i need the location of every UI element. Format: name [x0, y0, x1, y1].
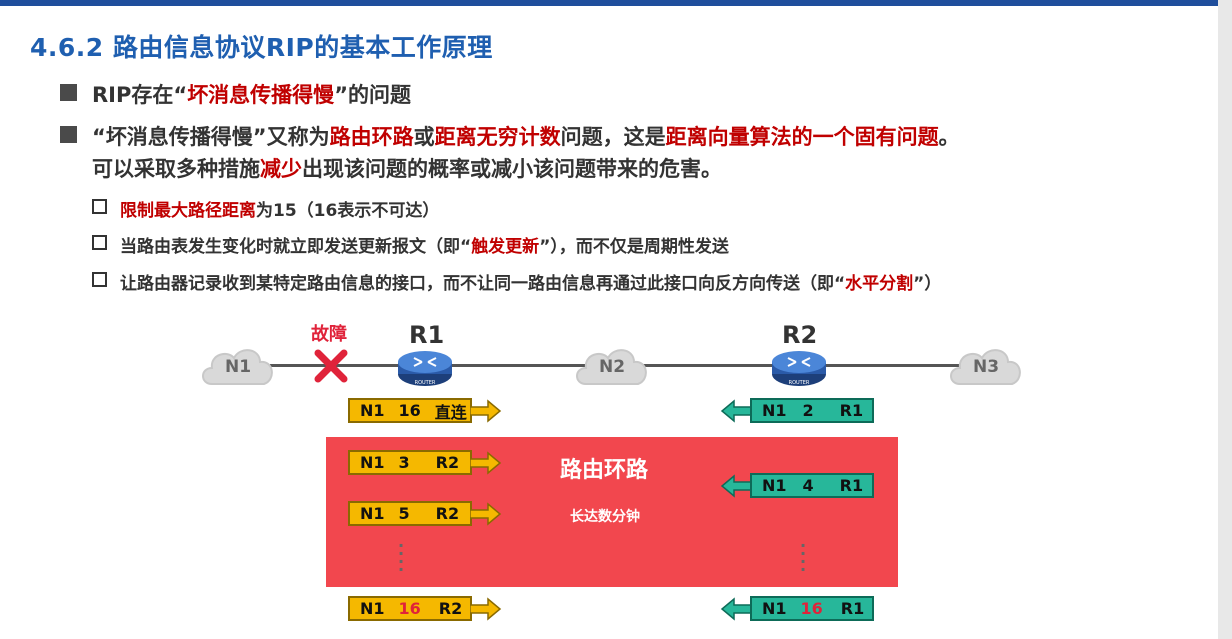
term-count-to-infinity: 距离无穷计数: [434, 125, 561, 149]
r1-update-message: N1 16 直连: [348, 398, 472, 423]
slide-title: 4.6.2 路由信息协议RIP的基本工作原理: [30, 33, 493, 62]
bullet-2: “坏消息传播得慢”又称为路由环路或距离无穷计数问题，这是距离向量算法的一个固有问…: [92, 121, 960, 151]
checkbox-icon: [92, 272, 107, 287]
measure-1-text: 为15（16表示不可达）: [256, 201, 440, 221]
r2-update-message: N1 4 R1: [750, 473, 874, 498]
r1-update-message: N1 5 R2: [348, 501, 472, 526]
msg-net: N1: [762, 401, 787, 420]
right-strip: [1218, 0, 1232, 639]
msg-next-hop: R2: [438, 599, 463, 618]
arrow-left-icon: [720, 597, 752, 621]
checkbox-icon: [92, 199, 107, 214]
msg-distance: 2: [802, 401, 814, 420]
msg-distance: 16: [800, 599, 823, 618]
msg-net: N1: [360, 504, 385, 523]
measure-3-text-end: ”）: [913, 274, 942, 294]
bullet-2-text: 出现该问题的概率或减小该问题带来的危害。: [302, 157, 722, 181]
term-reduce: 减少: [260, 157, 302, 181]
router-r1-text: ROUTER: [415, 380, 436, 386]
msg-net: N1: [360, 599, 385, 618]
measure-2-text-end: ”），而不仅是周期性发送: [539, 237, 729, 257]
checkbox-icon: [92, 235, 107, 250]
measure-3: 让路由器记录收到某特定路由信息的接口，而不让同一路由信息再通过此接口向反方向传送…: [120, 269, 941, 294]
msg-distance: 3: [398, 453, 410, 472]
bullet-1: RIP存在“坏消息传播得慢”的问题: [92, 79, 411, 109]
bullet-2-line-2: 可以采取多种措施减少出现该问题的概率或减小该问题带来的危害。: [92, 153, 722, 183]
bullet-1-text: RIP存在“: [92, 83, 188, 107]
r2-update-message: N1 2 R1: [750, 398, 874, 423]
bullet-2-text: 或: [413, 125, 435, 149]
network-n1-label: N1: [224, 357, 252, 377]
msg-distance: 4: [802, 476, 814, 495]
router-r2-label: R2: [782, 321, 818, 349]
ellipsis-vertical-icon: ····: [398, 536, 405, 579]
measure-3-text: 让路由器记录收到某特定路由信息的接口，而不让同一路由信息再通过此接口向反方向传送…: [120, 274, 846, 294]
msg-net: N1: [360, 453, 385, 472]
r1-update-message: N1 3 R2: [348, 450, 472, 475]
r1-update-message: N1 16 R2: [348, 596, 472, 621]
msg-next-hop: R1: [840, 599, 865, 618]
arrow-right-icon: [470, 399, 502, 423]
cloud-icon: [950, 349, 1021, 385]
msg-net: N1: [762, 599, 787, 618]
bullet-2-text: “坏消息传播得慢”又称为: [92, 125, 330, 149]
top-bar: [0, 0, 1232, 6]
arrow-right-icon: [470, 451, 502, 475]
network-n2-label: N2: [598, 357, 626, 377]
arrow-right-icon: [470, 597, 502, 621]
router-r2-text: ROUTER: [789, 380, 810, 386]
msg-net: N1: [762, 476, 787, 495]
r2-update-message: N1 16 R1: [750, 596, 874, 621]
bullet-1-text-end: ”的问题: [334, 83, 411, 107]
router-r2-icon: ROUTER: [772, 351, 826, 386]
arrow-left-icon: [720, 474, 752, 498]
measure-2-highlight: 触发更新: [471, 237, 540, 257]
fault-x-icon: [314, 349, 348, 383]
msg-net: N1: [360, 401, 385, 420]
router-r1-icon: ROUTER: [398, 351, 452, 386]
msg-next-hop: R2: [435, 504, 460, 523]
fault-label: 故障: [311, 324, 347, 345]
term-routing-loop: 路由环路: [329, 125, 414, 149]
msg-next-hop: R1: [839, 476, 864, 495]
arrow-right-icon: [470, 502, 502, 526]
bullet-square-icon: [60, 84, 77, 101]
msg-distance: 16: [398, 401, 421, 420]
bullet-1-highlight: 坏消息传播得慢: [187, 83, 335, 107]
cloud-icon: [202, 349, 273, 385]
measure-3-highlight: 水平分割: [845, 274, 914, 294]
ellipsis-vertical-icon: ····: [800, 536, 807, 579]
term-inherent-problem: 距离向量算法的一个固有问题: [665, 125, 939, 149]
arrow-left-icon: [720, 399, 752, 423]
routing-loop-title: 路由环路: [560, 458, 649, 483]
network-n3-label: N3: [972, 357, 1000, 377]
measure-1-highlight: 限制最大路径距离: [120, 201, 256, 221]
msg-next-hop: R1: [839, 401, 864, 420]
bullet-2-text: 。: [938, 125, 960, 149]
msg-next-hop: 直连: [434, 402, 467, 422]
bullet-2-text: 问题，这是: [560, 125, 666, 149]
routing-loop-duration: 长达数分钟: [570, 509, 640, 525]
measure-2-text: 当路由表发生变化时就立即发送更新报文（即“: [120, 237, 472, 257]
msg-distance: 16: [398, 599, 421, 618]
cloud-icon: [576, 349, 647, 385]
measure-1: 限制最大路径距离为15（16表示不可达）: [120, 196, 439, 221]
measure-2: 当路由表发生变化时就立即发送更新报文（即“触发更新”），而不仅是周期性发送: [120, 232, 729, 257]
msg-distance: 5: [398, 504, 410, 523]
msg-next-hop: R2: [435, 453, 460, 472]
bullet-2-text: 可以采取多种措施: [92, 157, 260, 181]
router-r1-label: R1: [409, 321, 445, 349]
bullet-square-icon: [60, 126, 77, 143]
